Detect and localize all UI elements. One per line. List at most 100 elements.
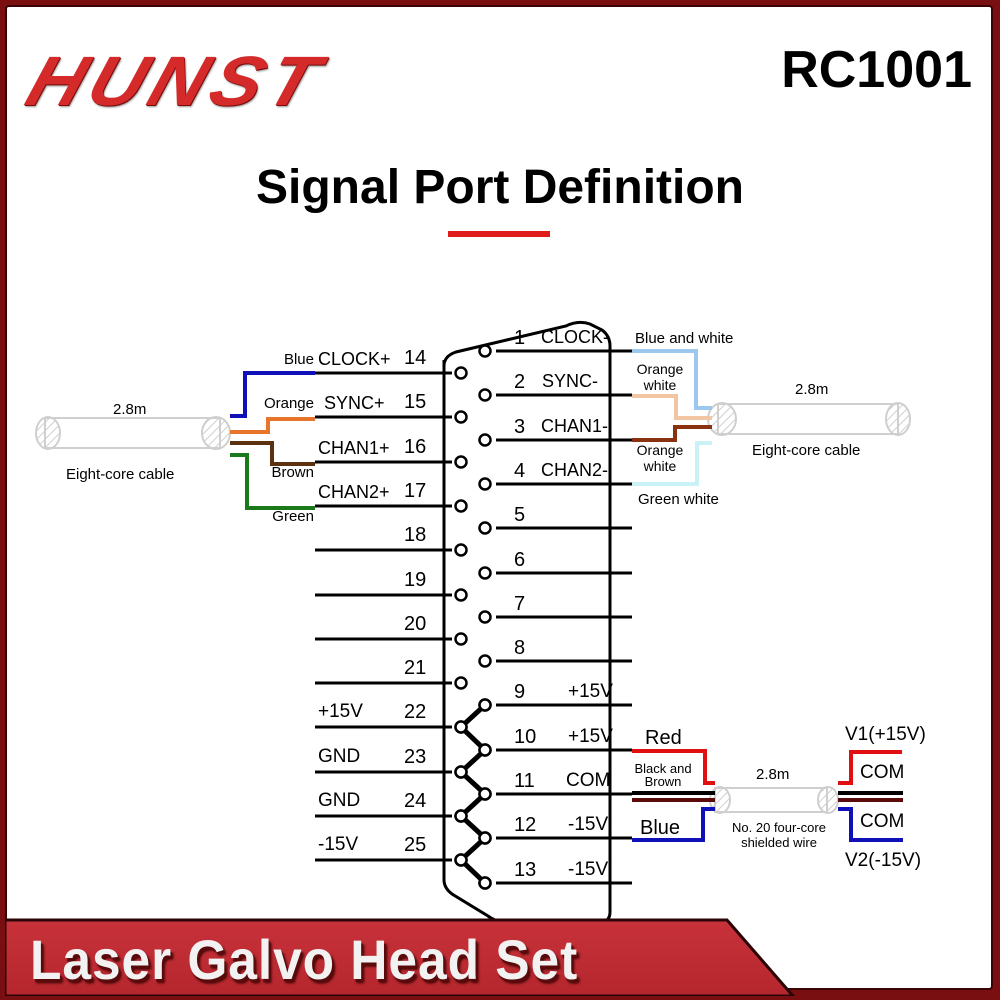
right-pin-contact-1 [478, 344, 492, 358]
jumper-contact-1 [454, 720, 468, 734]
right-wire-label-4: Green white [638, 491, 719, 508]
wire-blue-white [632, 349, 712, 410]
right-pin-number-4: 4 [514, 460, 526, 482]
right-wire-label-3: Orange white [636, 442, 684, 474]
title-underline [448, 231, 550, 237]
left-pin-contact-16 [454, 455, 468, 469]
wire-blue-power [632, 807, 715, 842]
right-pin-number-7: 7 [514, 593, 526, 615]
left-pin-number-15: 15 [404, 391, 427, 413]
model-number: RC1001 [781, 41, 972, 99]
right-pin-contact-4 [478, 477, 492, 491]
left-pin-number-17: 17 [404, 480, 427, 502]
wire-label-red: Red [645, 727, 682, 749]
wire-orange-white-dark [632, 425, 712, 442]
right-pin-number-9: 9 [514, 681, 526, 703]
left-pin-number-20: 20 [404, 613, 427, 635]
content-panel [5, 5, 993, 990]
left-pin-contact-18 [454, 543, 468, 557]
left-pin-contact-17 [454, 499, 468, 513]
page-title: Signal Port Definition [256, 161, 744, 214]
right-wire-label-1: Blue and white [635, 330, 734, 347]
left-eight-core-cable [35, 416, 231, 450]
left-pin-number-19: 19 [404, 569, 427, 591]
left-pin-signal-16: CHAN1+ [318, 438, 390, 458]
wire-orange-white [632, 394, 712, 420]
left-wire-label-14: Blue [283, 351, 314, 368]
right-wire-label-2: Orange white [636, 361, 684, 393]
right-pin-number-11: 11 [514, 770, 535, 792]
right-pin-signal-12: -15V [568, 814, 609, 835]
left-pin-number-25: 25 [404, 834, 427, 856]
wire-label-blue: Blue [640, 817, 681, 839]
left-pin-signal-23: GND [318, 746, 361, 767]
left-wire-label-16: Brown [271, 464, 314, 481]
right-pin-contact-8 [478, 654, 492, 668]
jumper-contact-3 [454, 765, 468, 779]
left-pin-signal-15: SYNC+ [324, 393, 385, 413]
wire-green [230, 453, 315, 510]
jumper-contact-7 [454, 853, 468, 867]
footer-banner [3, 918, 995, 998]
v2-label: V2(-15V) [845, 850, 922, 871]
right-pin-signal-10: +15V [568, 726, 613, 747]
wire-orange [230, 417, 315, 434]
right-pin-contact-5 [478, 521, 492, 535]
left-pin-signal-25: -15V [318, 834, 359, 855]
right-pin-signal-2: SYNC- [542, 371, 599, 391]
jumper-contact-4 [478, 787, 492, 801]
wire-green-white [632, 441, 712, 486]
right-pin-signal-13: -15V [568, 859, 609, 880]
left-pin-contact-21 [454, 676, 468, 690]
right-pin-contact-7 [478, 610, 492, 624]
left-pin-signal-17: CHAN2+ [318, 482, 390, 502]
right-pin-contact-3 [478, 433, 492, 447]
jumper-contact-6 [478, 831, 492, 845]
power-cable-length: 2.8m [756, 766, 790, 783]
wire-label-bb-line1: Black and [634, 761, 692, 776]
right-pin-number-13: 13 [514, 859, 537, 881]
footer-label: Laser Galvo Head Set [30, 928, 579, 991]
left-pin-signal-24: GND [318, 790, 361, 811]
v1-label: V1(+15V) [845, 724, 926, 745]
left-pin-contact-14 [454, 366, 468, 380]
left-pin-number-24: 24 [404, 790, 427, 812]
left-pin-number-18: 18 [404, 524, 427, 546]
wire-brown [230, 441, 315, 466]
left-pin-number-21: 21 [404, 657, 427, 679]
left-pin-number-14: 14 [404, 347, 427, 369]
right-pin-signal-9: +15V [568, 681, 613, 702]
jumper-contact-2 [478, 743, 492, 757]
right-pin-signal-11: COM [566, 770, 611, 791]
com2-label: COM [860, 811, 905, 832]
right-pin-number-1: 1 [514, 327, 526, 349]
right-pin-signal-4: CHAN2- [541, 460, 609, 480]
power-cable-label: No. 20 four-core shielded wire [714, 820, 844, 850]
right-pin-number-6: 6 [514, 549, 526, 571]
right-cable-length: 2.8m [795, 381, 829, 398]
power-cable-label-line1: No. 20 four-core [732, 820, 826, 835]
left-wire-label-15: Orange [263, 395, 314, 412]
left-colored-wires [230, 371, 315, 510]
right-pin-number-8: 8 [514, 637, 526, 659]
right-pin-signal-3: CHAN1- [541, 416, 609, 436]
right-pin-number-3: 3 [514, 416, 526, 438]
com1-label: COM [860, 762, 905, 783]
wire-blue [230, 371, 315, 418]
left-pin-signal-22: +15V [318, 701, 363, 722]
jumper-contact-5 [454, 809, 468, 823]
right-eight-core-cable [707, 402, 911, 436]
right-colored-wires [632, 349, 712, 486]
wire-red-out [838, 750, 902, 785]
right-pin-number-2: 2 [514, 371, 526, 393]
wire-label-bb-line2: Brown [644, 774, 682, 789]
wire-label-black-brown: Black and Brown [624, 762, 702, 788]
right-pin-number-5: 5 [514, 504, 526, 526]
left-cable-label: Eight-core cable [66, 466, 175, 483]
left-pin-number-16: 16 [404, 436, 427, 458]
connector-body [442, 320, 612, 924]
left-pin-signal-14: CLOCK+ [318, 349, 391, 369]
jumper-contact-0 [478, 698, 492, 712]
right-cable-label: Eight-core cable [752, 442, 861, 459]
